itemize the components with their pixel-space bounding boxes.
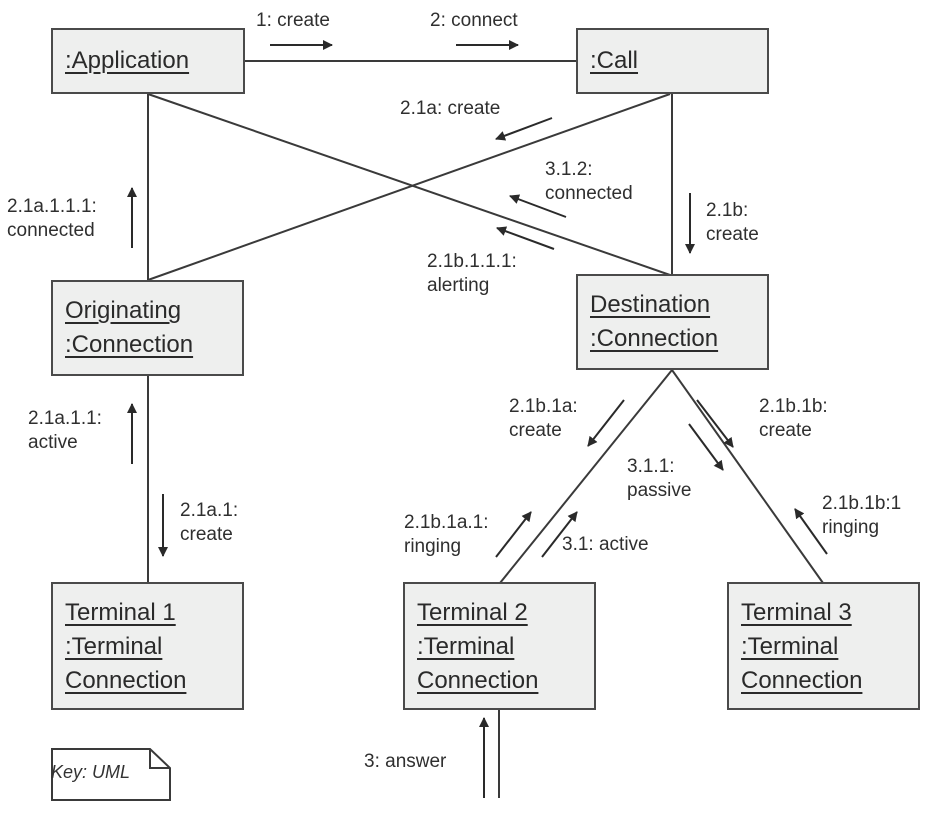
message-label-1-create: 1: create: [256, 10, 330, 31]
object-terminal3[interactable]: Terminal 3 :Terminal Connection: [727, 582, 920, 710]
arrow-3-1-active: [541, 511, 578, 558]
arrow-2-1b-1a-create: [587, 399, 625, 447]
object-call[interactable]: :Call: [576, 28, 769, 94]
object-terminal2-label: Terminal 2 :Terminal Connection: [417, 599, 539, 694]
key-note-text: Key: UML: [51, 762, 131, 782]
object-application-label: :Application: [65, 47, 190, 74]
link-destination-terminal2: [499, 369, 673, 584]
message-label-3-1-1-passive: 3.1.1: passive: [627, 456, 692, 501]
message-label-2-1b-1b-create: 2.1b.1b: create: [759, 396, 828, 441]
message-label-2-1a-1-create: 2.1a.1: create: [180, 500, 239, 545]
note-shape: [51, 748, 171, 801]
arrow-2-1b-1b-create: [696, 399, 734, 448]
link-destination-terminal3: [671, 369, 824, 584]
arrow-3-1-1-passive: [688, 423, 724, 471]
arrow-3-1-2-connected: [509, 194, 567, 218]
object-call-label: :Call: [590, 47, 639, 74]
message-label-2-1b-1a-create: 2.1b.1a: create: [509, 396, 578, 441]
message-label-2-1b-1a-1-ringing: 2.1b.1a.1: ringing: [404, 512, 489, 557]
message-label-2-1b-1b-1-ringing: 2.1b.1b:1 ringing: [822, 493, 902, 538]
object-terminal2[interactable]: Terminal 2 :Terminal Connection: [403, 582, 596, 710]
object-terminal3-label: Terminal 3 :Terminal Connection: [741, 599, 863, 694]
message-label-3-answer: 3: answer: [364, 751, 447, 772]
message-label-3-1-active: 3.1: active: [562, 534, 649, 555]
message-label-2-1b-create: 2.1b: create: [706, 200, 759, 245]
link-call-originating: [147, 93, 671, 281]
arrow-2-1b-1b-1-ringing: [794, 508, 828, 555]
message-label-2-connect: 2: connect: [430, 10, 518, 31]
arrow-2-1b-1-1-1-alerting: [496, 226, 555, 250]
object-originating-label: Originating :Connection: [65, 297, 194, 358]
arrow-2-1a-create: [495, 117, 553, 141]
message-label-2-1a-1-1-1-connected: 2.1a.1.1.1: connected: [7, 196, 97, 241]
object-terminal1-label: Terminal 1 :Terminal Connection: [65, 599, 187, 694]
message-label-2-1a-1-1-active: 2.1a.1.1: active: [28, 408, 102, 453]
link-application-destination: [147, 93, 671, 276]
object-terminal1[interactable]: Terminal 1 :Terminal Connection: [51, 582, 244, 710]
arrow-2-1b-1a-1-ringing: [495, 511, 532, 558]
object-originating-connection[interactable]: Originating :Connection: [51, 280, 244, 376]
message-label-2-1b-1-1-1-alerting: 2.1b.1.1.1: alerting: [427, 251, 517, 296]
object-application[interactable]: :Application: [51, 28, 245, 94]
message-label-3-1-2-connected: 3.1.2: connected: [545, 159, 633, 204]
key-note: Key: UML: [37, 748, 172, 800]
message-label-2-1a-create: 2.1a: create: [400, 98, 501, 119]
object-destination-label: Destination :Connection: [590, 291, 719, 352]
object-destination-connection[interactable]: Destination :Connection: [576, 274, 769, 370]
